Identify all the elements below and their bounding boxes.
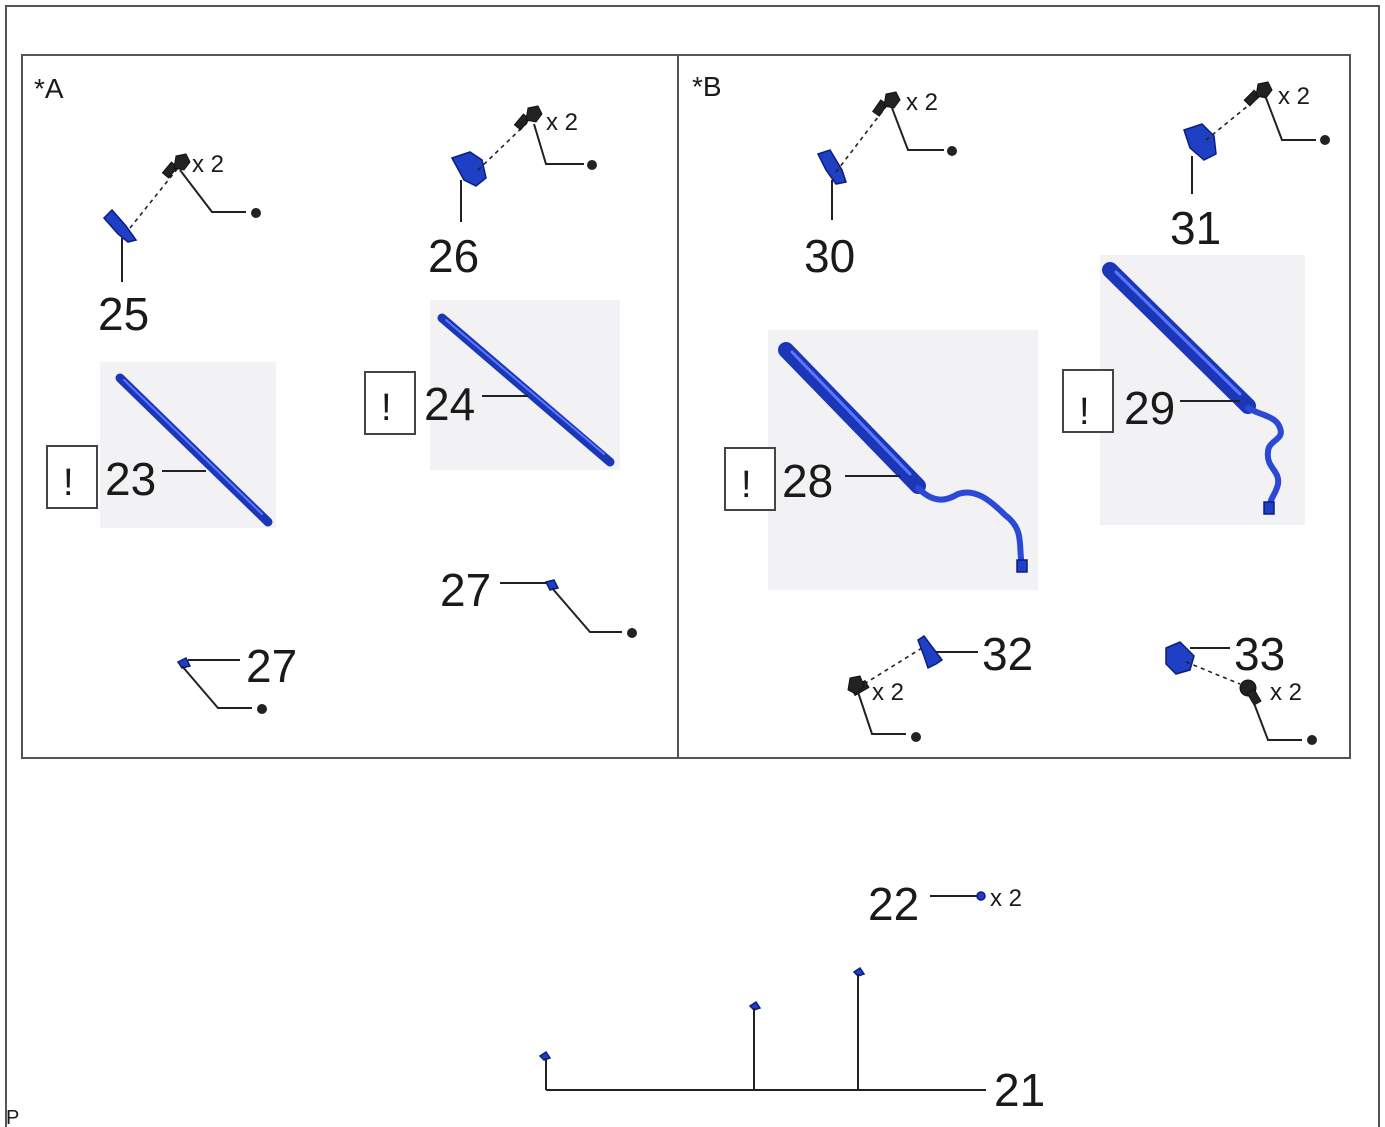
part-24-strut	[430, 300, 620, 470]
part-22-clip	[930, 891, 986, 901]
callout-32: 32	[982, 628, 1033, 680]
callout-22: 22	[868, 878, 919, 930]
warning-icon-29: !	[1079, 391, 1090, 433]
outer-frame	[5, 5, 1380, 1127]
part-26-bracket	[450, 105, 597, 222]
callout-30: 30	[804, 230, 855, 282]
qty-22: x 2	[990, 885, 1022, 912]
part-23-strut	[100, 362, 276, 528]
callout-25: 25	[98, 288, 149, 340]
panel-b-tag: *B	[692, 71, 722, 102]
part-25-bracket	[102, 153, 261, 282]
qty-32: x 2	[872, 679, 904, 706]
callout-27-right: 27	[440, 564, 491, 616]
part-33-bracket	[1165, 641, 1317, 745]
bolt-icon	[872, 91, 901, 117]
callout-23: 23	[105, 453, 156, 505]
warning-box-28	[724, 447, 776, 511]
warning-icon-23: !	[63, 462, 74, 504]
callout-26: 26	[428, 230, 479, 282]
bolt-icon	[513, 105, 543, 131]
bolt-icon	[161, 153, 191, 179]
callout-29: 29	[1124, 382, 1175, 434]
part-28-power-strut	[768, 330, 1038, 590]
part-27-fastener-right	[500, 579, 637, 638]
part-29-power-strut	[1100, 255, 1305, 525]
panel-a-tag: *A	[34, 73, 64, 104]
callout-31: 31	[1170, 202, 1221, 254]
callout-21: 21	[994, 1064, 1045, 1116]
callout-27-left: 27	[246, 640, 297, 692]
warning-icon-28: !	[741, 464, 752, 506]
part-32-bracket	[847, 634, 978, 742]
callout-28: 28	[782, 455, 833, 507]
bolt-icon	[847, 675, 870, 697]
part-31-bracket	[1183, 81, 1330, 194]
qty-33: x 2	[1270, 679, 1302, 706]
warning-box-29	[1062, 369, 1114, 433]
callout-33: 33	[1234, 628, 1285, 680]
corner-mark: P	[6, 1107, 19, 1127]
warning-box-24	[364, 371, 416, 435]
qty-25: x 2	[192, 151, 224, 178]
warning-box-23	[46, 445, 98, 509]
part-21-clips	[538, 966, 986, 1091]
qty-31: x 2	[1278, 83, 1310, 110]
panel-b-frame	[677, 54, 1351, 759]
qty-26: x 2	[546, 109, 578, 136]
warning-icon-24: !	[381, 387, 392, 429]
part-27-fastener-left	[176, 656, 267, 714]
bolt-icon	[1243, 81, 1273, 107]
part-30-bracket	[816, 91, 957, 220]
callout-24: 24	[424, 378, 475, 430]
bolt-icon	[1239, 679, 1262, 706]
qty-30: x 2	[906, 89, 938, 116]
